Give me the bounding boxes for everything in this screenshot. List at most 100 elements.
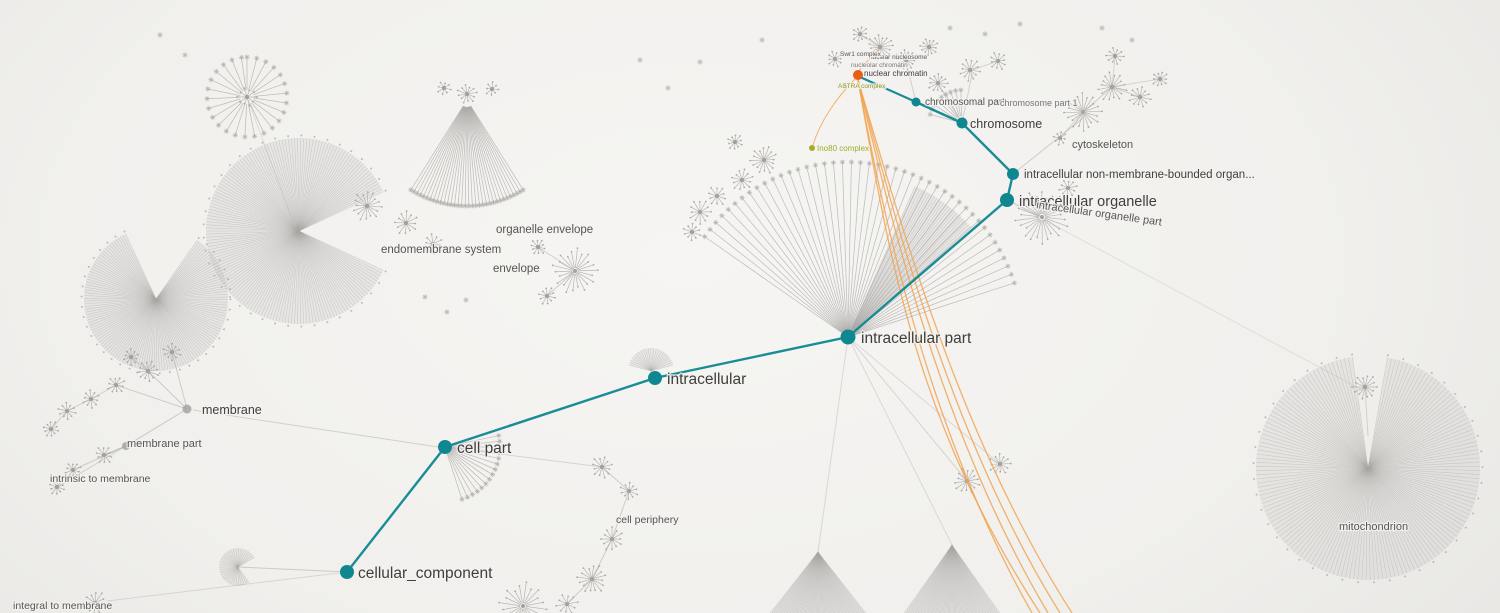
flower-cluster[interactable] (123, 348, 139, 366)
label-intracellular[interactable]: intracellular (666, 370, 748, 390)
flower-cluster[interactable] (1152, 71, 1168, 87)
flower-cluster[interactable] (749, 145, 777, 174)
orange-edge-layer (812, 49, 1073, 613)
label-cellular-component[interactable]: cellular_component (357, 564, 495, 584)
gray-edge-layer (50, 35, 1369, 605)
label-nuclear-chromatin[interactable]: nuclear chromatin (863, 68, 929, 80)
flower-cluster[interactable] (600, 526, 623, 551)
flower-cluster[interactable] (1128, 86, 1152, 108)
orange-relation-edge (857, 79, 1073, 613)
label-intracellular-non-membrane-bounded-organ[interactable]: intracellular non-membrane-bounded organ… (1023, 168, 1256, 183)
label-intracellular-organelle[interactable]: intracellular organelle (1018, 193, 1158, 212)
flower-cluster[interactable] (456, 83, 478, 104)
node-intracellular[interactable] (648, 371, 662, 385)
ino80-complex-node[interactable] (809, 145, 815, 151)
flower-cluster[interactable] (394, 210, 418, 235)
cytoskeleton-cluster[interactable] (1063, 92, 1103, 132)
label-chromosomal-part[interactable]: chromosomal part (924, 96, 1007, 110)
flower-cluster[interactable] (727, 134, 743, 150)
label-intrinsic-to-membrane[interactable]: intrinsic to membrane (49, 472, 152, 487)
node-intracellular-organelle[interactable] (1000, 193, 1014, 207)
disc-cluster[interactable] (866, 544, 1038, 613)
orange-relation-edge (857, 79, 1049, 613)
flower-cluster[interactable] (919, 38, 939, 57)
flower-cluster[interactable] (828, 50, 842, 68)
special-node-layer (809, 70, 863, 151)
flower-cluster[interactable] (437, 81, 452, 96)
label-cytoskeleton[interactable]: cytoskeleton (1071, 138, 1135, 153)
disc-cluster[interactable] (732, 551, 904, 613)
flower-cluster[interactable] (959, 58, 981, 82)
node-chromosome[interactable] (956, 117, 968, 129)
flower-cluster[interactable] (1058, 179, 1078, 197)
flower-cluster[interactable] (352, 191, 383, 221)
flower-cluster[interactable] (106, 377, 126, 393)
label-envelope[interactable]: envelope (492, 262, 541, 277)
disc-cluster[interactable] (218, 547, 255, 587)
mitochondrion-cluster[interactable] (1252, 353, 1484, 584)
label-integral-to-membrane[interactable]: integral to membrane (12, 599, 114, 613)
flower-cluster[interactable] (619, 481, 639, 501)
flower-cluster[interactable] (708, 187, 726, 205)
flower-cluster[interactable] (895, 49, 918, 72)
disc-cluster[interactable] (80, 230, 232, 375)
label-membrane-part[interactable]: membrane part (126, 437, 203, 452)
disc-cluster[interactable] (628, 347, 674, 372)
orange-relation-edge (857, 79, 1041, 613)
flower-cluster[interactable] (57, 401, 77, 421)
flower-cluster[interactable] (990, 52, 1006, 70)
fan-cluster[interactable] (408, 105, 526, 209)
flower-cluster[interactable] (42, 421, 60, 437)
node-intracellular-non-membrane-bounded-organelle[interactable] (1007, 168, 1019, 180)
node-cell-part[interactable] (438, 440, 452, 454)
flower-cluster[interactable] (485, 81, 500, 96)
envelope-cluster[interactable] (551, 247, 599, 294)
flower-cluster[interactable] (82, 389, 100, 409)
orange-relation-edge (857, 49, 880, 73)
label-mitochondrion[interactable]: mitochondrion (1338, 520, 1410, 535)
flower-cluster[interactable] (1351, 375, 1378, 400)
path-edge (443, 376, 657, 449)
label-organelle-envelope[interactable]: organelle envelope (495, 223, 595, 238)
astra-complex-node[interactable] (842, 83, 848, 89)
chromatin-cluster[interactable] (868, 34, 894, 61)
flower-cluster[interactable] (423, 233, 443, 255)
label-cell-periphery[interactable]: cell periphery (615, 513, 681, 528)
intracellular-organelle-part-cluster[interactable] (1014, 191, 1069, 245)
path-edge (846, 198, 1009, 339)
flower-cluster[interactable] (1105, 47, 1125, 65)
selected-term-node[interactable] (853, 70, 863, 80)
flower-cluster[interactable] (498, 581, 548, 613)
disc-cluster[interactable] (202, 134, 387, 328)
label-endomembrane-system[interactable]: endomembrane system (380, 243, 503, 258)
flower-cluster[interactable] (530, 239, 546, 255)
label-cell-part[interactable]: cell part (456, 439, 513, 459)
intracellular-part-fan[interactable] (702, 159, 1018, 336)
node-chromosomal-part[interactable] (911, 97, 921, 107)
label-ino80-complex[interactable]: Ino80 complex (816, 143, 871, 155)
node-intracellular-part[interactable] (840, 329, 856, 345)
flower-cluster[interactable] (682, 222, 702, 242)
flower-cluster[interactable] (852, 26, 868, 42)
label-astra-complex: ASTRA complex (838, 83, 886, 90)
label-intracellular-part[interactable]: intracellular part (860, 329, 973, 349)
node-cellular-component[interactable] (340, 565, 354, 579)
flower-cluster[interactable] (49, 479, 65, 495)
cell-periphery-cluster[interactable] (576, 565, 607, 592)
flower-cluster[interactable] (928, 72, 949, 93)
flower-cluster[interactable] (731, 168, 754, 191)
flower-cluster[interactable] (1097, 71, 1128, 101)
flower-cluster[interactable] (989, 452, 1012, 474)
path-edge (960, 121, 1015, 176)
path-edge (858, 75, 918, 104)
path-edge (914, 100, 964, 125)
fan-cluster[interactable] (204, 54, 290, 140)
label-membrane[interactable]: membrane (201, 402, 263, 419)
flower-cluster[interactable] (236, 87, 258, 107)
label-chromosome[interactable]: chromosome (969, 116, 1044, 133)
path-edge (345, 445, 447, 574)
fan-cluster[interactable] (446, 432, 503, 502)
flower-cluster[interactable] (555, 594, 579, 613)
flower-cluster[interactable] (689, 200, 712, 225)
